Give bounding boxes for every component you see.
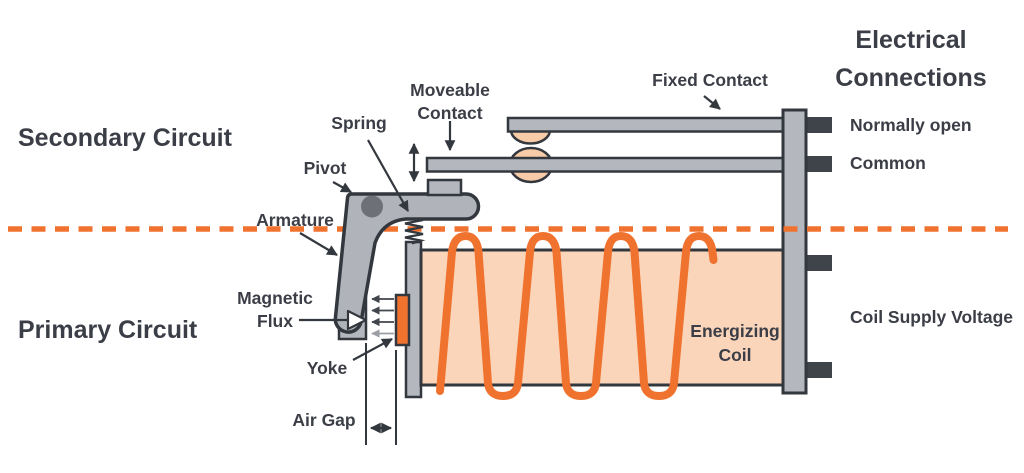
leader-lines	[299, 95, 721, 361]
yoke-label: Yoke	[306, 358, 348, 378]
magnetic-flux-line1: Magnetic	[237, 288, 313, 308]
electrical-connections-title: Electrical Connections	[835, 22, 986, 97]
magnetic-flux-label: Magnetic Flux	[237, 287, 313, 333]
pivot-label: Pivot	[303, 158, 347, 178]
armature-contact-tab	[426, 178, 463, 197]
moveable-contact-line1: Moveable	[410, 80, 490, 100]
energizing-coil-line2: Coil	[718, 344, 752, 365]
armature-leader	[299, 232, 338, 256]
moveable-contact-arm	[425, 156, 792, 173]
spring-leader	[367, 139, 409, 212]
normally-open-label: Normally open	[850, 115, 972, 135]
secondary-circuit-label: Secondary Circuit	[18, 124, 232, 152]
title-line-2: Connections	[835, 63, 987, 92]
yoke-leader	[352, 338, 393, 361]
armature-lever	[333, 192, 481, 334]
magnetic-flux-open-arrowhead	[346, 309, 368, 331]
fixed-contact-leader	[703, 95, 721, 110]
coil-supply-voltage-label: Coil Supply Voltage	[850, 307, 1014, 327]
fixed-contact-arm	[506, 116, 792, 133]
air-gap-label: Air Gap	[292, 410, 356, 430]
title-line-1: Electrical	[855, 26, 967, 54]
mounting-bar	[781, 108, 808, 395]
fixed-contact-label: Fixed Contact	[652, 70, 768, 90]
yoke-core	[394, 293, 411, 347]
flux-arrows	[371, 294, 394, 338]
spring-coil	[404, 215, 426, 245]
pivot-pin	[361, 195, 383, 218]
energizing-coil-label: Energizing Coil	[690, 320, 779, 367]
spring-label: Spring	[331, 113, 387, 133]
fixed-contact-pad	[509, 128, 552, 145]
magnetic-flux-line2: Flux	[257, 310, 293, 331]
air-gap-measure	[365, 343, 397, 445]
moveable-contact-line2: Contact	[417, 102, 483, 123]
armature-label: Armature	[256, 210, 334, 230]
pivot-leader	[332, 181, 352, 193]
moveable-contact-label: Moveable Contact	[410, 79, 490, 125]
energizing-coil-line1: Energizing	[690, 321, 780, 341]
primary-circuit-label: Primary Circuit	[18, 316, 198, 344]
coil-winding	[436, 232, 718, 400]
common-label: Common	[850, 153, 926, 173]
